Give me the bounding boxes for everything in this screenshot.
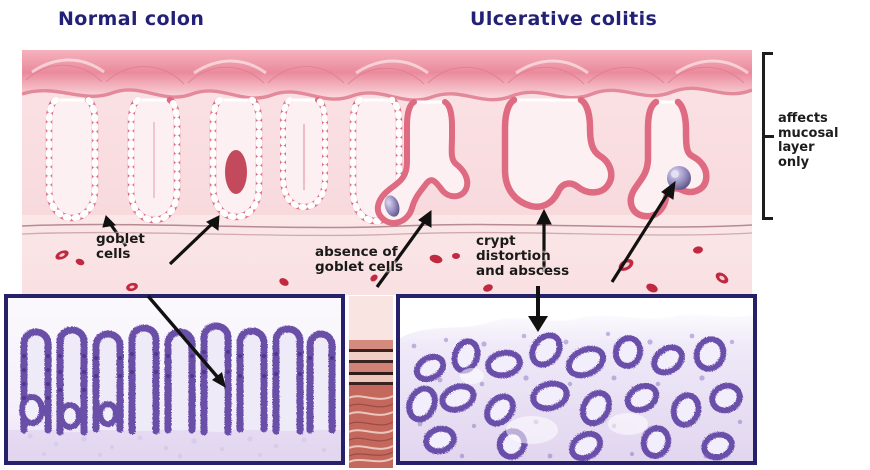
label-crypt-distortion-and-abscess: crypt distortion and abscess: [476, 233, 570, 279]
bracket-line: [762, 52, 765, 220]
arrow-abscess: [610, 180, 676, 283]
arrow-histo-uc: [528, 286, 548, 332]
label-absence-of-goblet-cells: absence of goblet cells: [315, 244, 403, 275]
lumen-surface: [22, 50, 752, 102]
arrow-crypt-distortion: [536, 208, 552, 272]
title-normal-colon: Normal colon: [58, 8, 205, 30]
label-goblet-cells: goblet cells: [96, 231, 145, 262]
arrow-goblet-2: [168, 215, 220, 266]
bracket-caption-text: affects mucosal layer only: [778, 111, 839, 170]
normal-crypts: [45, 96, 403, 225]
submucosal-vessels: [55, 246, 729, 293]
panel-ulcerative-colitis-histology: [396, 294, 757, 465]
arrow-goblet-1: [102, 215, 128, 247]
anatomical-cross-section: [22, 50, 752, 295]
bracket-cap-bottom: [762, 217, 773, 220]
panel-normal-colon-histology: [4, 294, 345, 465]
muscle-connector-strip: [348, 296, 394, 468]
bracket-tick: [764, 135, 774, 138]
mucosal-layer-bracket: [752, 52, 774, 220]
arrow-histo-normal: [146, 294, 226, 388]
title-ulcerative-colitis: Ulcerative colitis: [470, 8, 658, 30]
annotation-arrows: [102, 180, 676, 288]
bracket-cap-top: [762, 52, 773, 55]
arrow-absence: [375, 210, 432, 288]
